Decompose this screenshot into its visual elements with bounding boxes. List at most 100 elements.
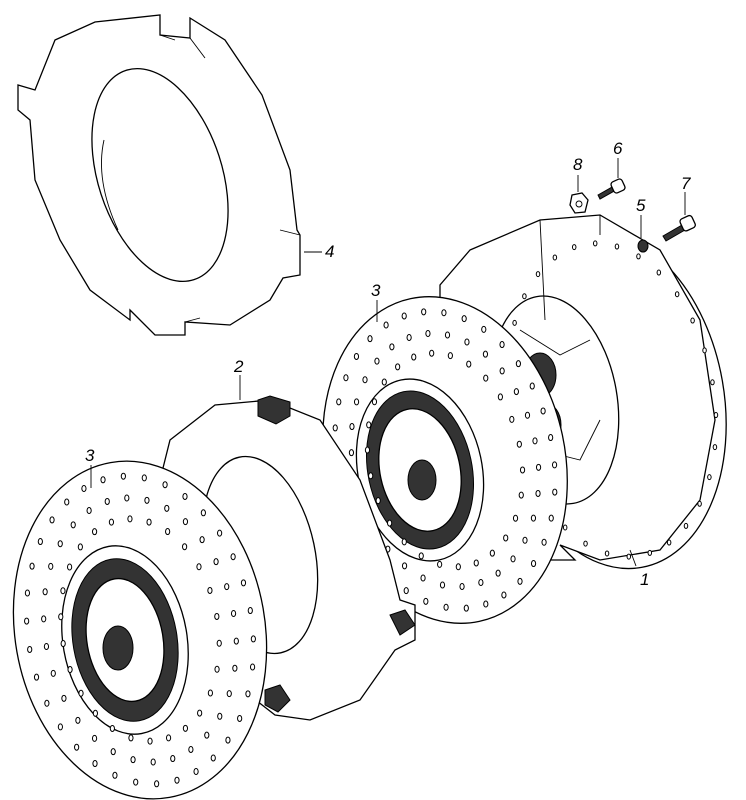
hole [353, 398, 360, 406]
hole [381, 378, 387, 386]
hole [362, 376, 368, 384]
hole [108, 518, 115, 526]
hole [27, 645, 33, 653]
part-8-lock-plate [569, 192, 589, 214]
hole [141, 474, 147, 482]
hole [509, 415, 515, 423]
hole [551, 461, 558, 469]
hole [207, 689, 213, 697]
hole [418, 552, 424, 560]
leader-lines [90, 158, 686, 567]
hole [237, 714, 243, 722]
label-4: 4 [325, 242, 334, 261]
hole [389, 343, 395, 351]
hole [444, 331, 451, 339]
hole [406, 333, 412, 341]
hole [110, 748, 116, 756]
hole [530, 514, 537, 522]
hole [548, 514, 554, 522]
hole [188, 745, 194, 753]
hole [459, 583, 465, 591]
hole [41, 615, 47, 623]
hole [713, 412, 719, 419]
hole [439, 581, 446, 589]
hole [49, 516, 55, 524]
hole [29, 562, 35, 570]
hole [522, 536, 528, 544]
hole [332, 424, 338, 432]
hole [482, 350, 489, 358]
part-3-front-friction-disc [12, 460, 268, 800]
hole [403, 587, 409, 595]
hole [193, 767, 199, 775]
hole [411, 353, 417, 361]
hole [636, 253, 641, 260]
part-6-bolt [597, 178, 626, 200]
hole [224, 583, 230, 591]
hole [124, 494, 130, 502]
hole [233, 637, 239, 645]
hole [60, 640, 66, 648]
hole [483, 600, 489, 608]
hole [92, 760, 98, 768]
hole [109, 724, 115, 732]
hole [44, 699, 50, 707]
hole [196, 563, 202, 571]
hole [60, 587, 66, 595]
hole [387, 519, 393, 527]
hole [421, 308, 427, 316]
hole [48, 562, 54, 570]
hole [710, 379, 715, 386]
label-7: 7 [681, 174, 691, 193]
hole [214, 612, 220, 620]
hole [473, 559, 479, 567]
hole [478, 579, 484, 587]
hole [57, 540, 63, 548]
hole [497, 393, 503, 401]
hole [656, 269, 662, 276]
hole [464, 338, 470, 346]
hole [371, 398, 378, 406]
hole [182, 492, 188, 500]
hole [24, 617, 30, 625]
hole [162, 481, 168, 489]
hole [247, 607, 253, 615]
hole [120, 472, 126, 480]
hole [230, 553, 236, 561]
hole [571, 244, 577, 251]
label-5: 5 [636, 196, 646, 215]
hole [366, 421, 372, 429]
hole [91, 734, 98, 742]
hole [592, 240, 598, 247]
hole [86, 507, 92, 515]
hole [349, 423, 355, 431]
hole [226, 690, 232, 698]
hole [374, 357, 380, 365]
hole [232, 664, 238, 672]
hole [170, 755, 176, 763]
hole [217, 712, 223, 720]
hole [343, 374, 349, 382]
hole [513, 388, 519, 396]
hole [512, 319, 517, 326]
hole [207, 586, 213, 594]
hole [77, 543, 83, 551]
hole [666, 539, 672, 546]
hole [463, 604, 469, 612]
hole [529, 382, 535, 390]
hole [483, 374, 489, 382]
hole [395, 363, 401, 371]
hole [127, 515, 133, 523]
hole [647, 549, 653, 556]
hole [213, 558, 219, 566]
hole [182, 518, 189, 526]
hole [501, 591, 507, 599]
hole [144, 496, 150, 504]
hole [37, 538, 43, 546]
hole [512, 514, 519, 522]
hole [503, 534, 509, 542]
hole [466, 360, 472, 368]
hole [33, 673, 40, 681]
hole [552, 254, 558, 261]
